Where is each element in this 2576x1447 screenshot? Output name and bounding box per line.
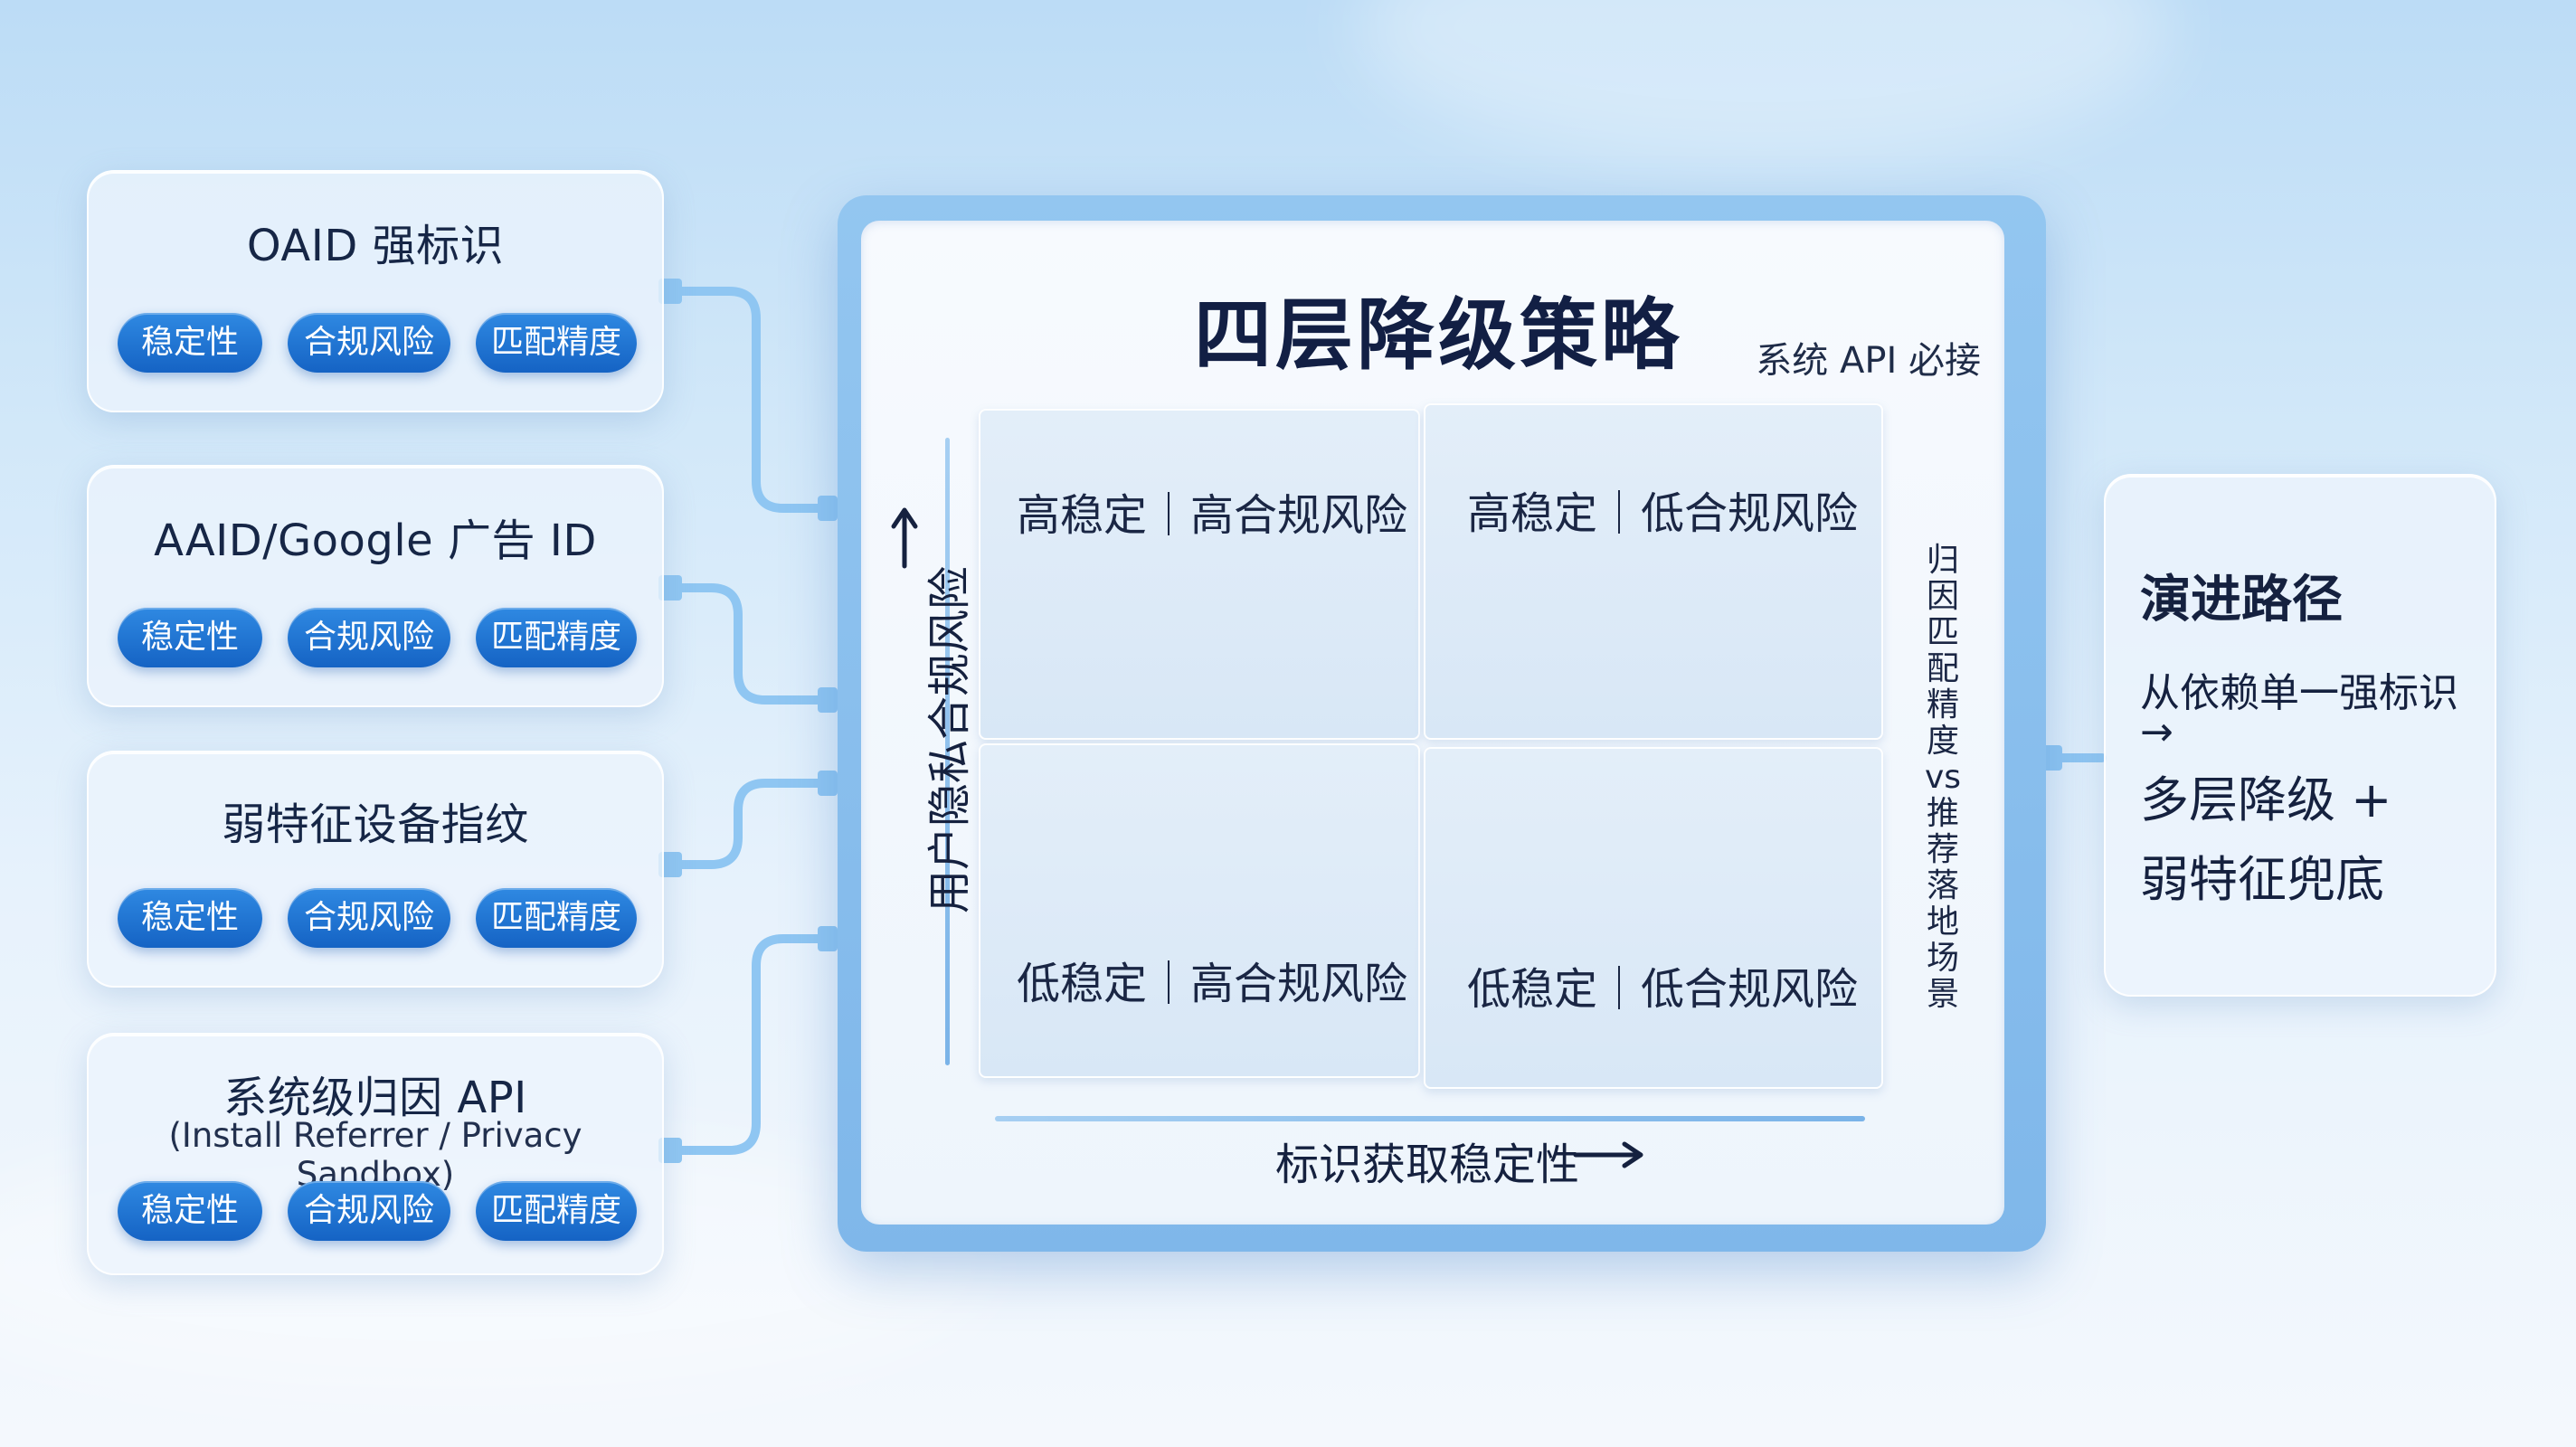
arrow-right-icon <box>1573 1141 1643 1168</box>
quadrant-top-left <box>979 409 1420 740</box>
quadrant-bottom-left <box>979 743 1420 1078</box>
source-card-title: OAID 强标识 <box>246 221 505 271</box>
source-card-system-api: 系统级归因 API (Install Referrer / Privacy Sa… <box>87 1033 664 1275</box>
evolution-line-2: 多层降级 + <box>2140 771 2392 828</box>
x-axis-line <box>995 1116 1865 1121</box>
source-card-title: 弱特征设备指纹 <box>222 799 529 850</box>
tag-stability: 稳定性 <box>118 608 262 667</box>
quadrant-bottom-right <box>1424 747 1883 1089</box>
quadrant-label-bottom-left: 低稳定｜高合规风险 <box>1017 959 1408 1009</box>
evolution-line-1: 从依赖单一强标识 <box>2140 670 2458 716</box>
tag-match-precision: 匹配精度 <box>476 888 637 948</box>
arrow-up-icon <box>891 507 918 569</box>
quadrant-top-right <box>1424 403 1883 740</box>
source-card-subtitle: (Install Referrer / Privacy Sandbox) <box>168 1116 582 1194</box>
tag-stability: 稳定性 <box>118 1181 262 1241</box>
source-card-fingerprint: 弱特征设备指纹 稳定性 合规风险 匹配精度 <box>87 751 664 988</box>
panel-corner-note: 系统 API 必接 <box>1756 340 1981 382</box>
tag-compliance-risk: 合规风险 <box>288 1181 450 1241</box>
tag-stability: 稳定性 <box>118 888 262 948</box>
source-card-title: 系统级归因 API <box>223 1073 527 1123</box>
y-axis-label: 用户隐私合规风险 <box>924 565 975 913</box>
source-card-oaid: OAID 强标识 稳定性 合规风险 匹配精度 <box>87 170 664 412</box>
tag-stability: 稳定性 <box>118 313 262 373</box>
quadrant-label-top-left: 高稳定｜高合规风险 <box>1017 490 1408 541</box>
evolution-card: 演进路径 从依赖单一强标识 → 多层降级 + 弱特征兜底 <box>2104 474 2496 997</box>
panel-title: 四层降级策略 <box>1194 290 1682 381</box>
source-card-aaid: AAID/Google 广告 ID 稳定性 合规风险 匹配精度 <box>87 465 664 707</box>
tag-compliance-risk: 合规风险 <box>288 608 450 667</box>
evolution-line-3: 弱特征兜底 <box>2140 851 2384 908</box>
evolution-arrow: → <box>2140 709 2174 755</box>
side-axis-label: 归因匹配精度 vs 推荐落地场景 <box>1916 543 1970 1013</box>
tag-compliance-risk: 合规风险 <box>288 888 450 948</box>
evolution-title: 演进路径 <box>2140 571 2343 629</box>
side-axis-text: 归因匹配精度 vs 推荐落地场景 <box>1924 542 1962 1013</box>
tag-match-precision: 匹配精度 <box>476 1181 637 1241</box>
y-axis-line <box>945 438 950 1065</box>
tag-match-precision: 匹配精度 <box>476 313 637 373</box>
x-axis-label: 标识获取稳定性 <box>1275 1140 1580 1190</box>
tag-match-precision: 匹配精度 <box>476 608 637 667</box>
source-card-title: AAID/Google 广告 ID <box>154 515 597 566</box>
tag-compliance-risk: 合规风险 <box>288 313 450 373</box>
quadrant-label-top-right: 高稳定｜低合规风险 <box>1467 488 1859 539</box>
quadrant-label-bottom-right: 低稳定｜低合规风险 <box>1467 964 1859 1015</box>
